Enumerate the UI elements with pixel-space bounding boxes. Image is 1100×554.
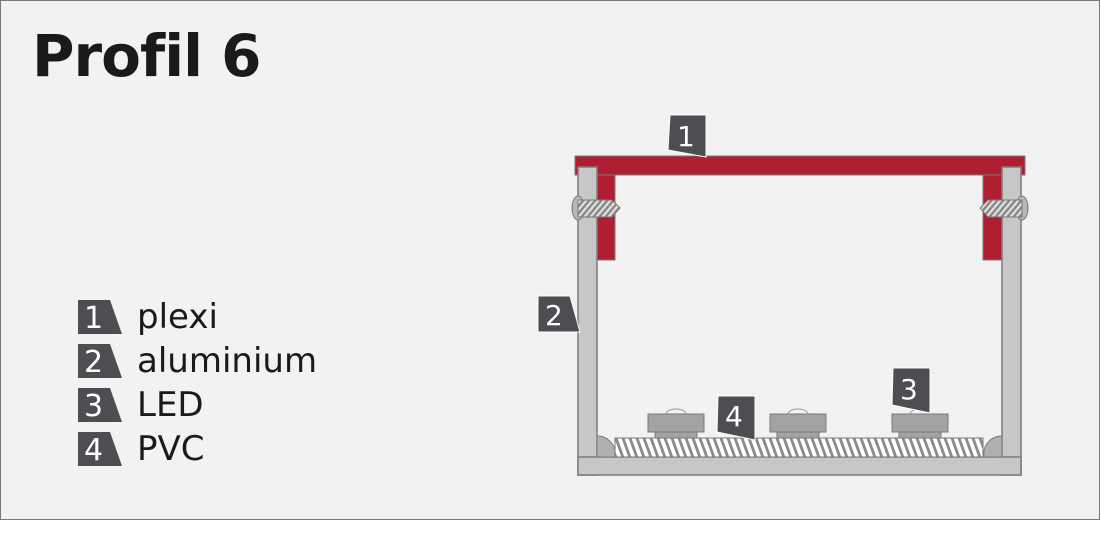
svg-text:3: 3: [900, 373, 918, 406]
led-2: [769, 408, 827, 439]
page-title: Profil 6: [32, 22, 262, 90]
legend-label: LED: [137, 385, 204, 425]
legend-item-plexi: 1 plexi: [76, 297, 218, 337]
legend-badge: 4: [76, 432, 122, 468]
legend-label: PVC: [137, 429, 205, 469]
legend-label: plexi: [137, 297, 218, 337]
legend-badge: 3: [76, 388, 122, 424]
glue-corner-right: [983, 435, 1003, 458]
pvc-strip: [614, 437, 984, 458]
plexi-top: [574, 155, 1026, 176]
aluminium-base: [577, 456, 1022, 476]
callout-aluminium: 2: [537, 295, 581, 333]
legend-item-pvc: 4 PVC: [76, 429, 205, 469]
svg-text:2: 2: [545, 299, 563, 332]
svg-text:4: 4: [725, 400, 743, 433]
callout-pvc: 4: [716, 395, 756, 441]
legend-item-aluminium: 2 aluminium: [76, 341, 317, 381]
callout-plexi: 1: [667, 114, 707, 158]
legend-item-led: 3 LED: [76, 385, 204, 425]
legend-badge: 1: [76, 300, 122, 336]
legend-label: aluminium: [137, 341, 318, 381]
screw-right: [979, 195, 1029, 221]
led-1: [647, 408, 705, 439]
callout-led: 3: [891, 367, 931, 414]
screw-left: [571, 195, 621, 221]
legend-badge: 2: [76, 344, 122, 380]
led-3: [891, 408, 949, 439]
svg-text:1: 1: [677, 120, 695, 153]
glue-corner-left: [596, 435, 616, 458]
